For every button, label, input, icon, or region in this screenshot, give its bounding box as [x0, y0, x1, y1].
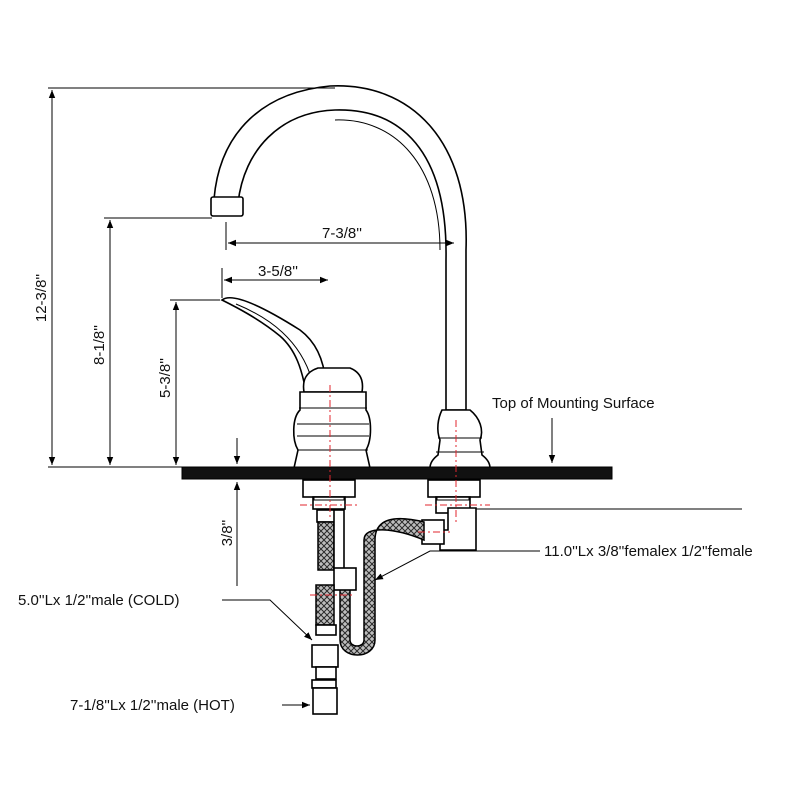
handle-shank: [312, 496, 346, 510]
cold-supply-leader: [222, 599, 313, 641]
gooseneck-spout: [213, 85, 467, 411]
handle-height-label: 5-3/8'': [157, 358, 174, 398]
spout-hose-leader: [374, 550, 540, 581]
hot-nut-ring: [311, 679, 337, 689]
handle-hub: [302, 367, 364, 393]
aerator: [210, 196, 244, 217]
deck-thickness-label: 3/8'': [219, 520, 236, 547]
mounting-deck: [181, 466, 613, 480]
spout: [210, 85, 491, 469]
handle-assembly: [220, 296, 372, 469]
hot-male-fitting: [312, 687, 338, 715]
spout-highlight: [334, 119, 441, 251]
handle-reach-label: 3-5/8'': [258, 263, 298, 280]
valve-body: [292, 391, 372, 469]
under-deck-parts: [302, 479, 481, 715]
cold-supply-label: 5.0''Lx 1/2''male (COLD): [18, 592, 180, 609]
lever-highlight: [235, 303, 313, 381]
hot-hose-braid: [315, 584, 335, 626]
cold-male-fitting: [311, 644, 339, 668]
cold-hose-braid: [317, 521, 335, 571]
spout-elbow-fitting: [439, 507, 477, 551]
mounting-surface-label: Top of Mounting Surface: [492, 395, 655, 412]
centerlines: [300, 385, 490, 596]
mixer-tee: [333, 567, 357, 591]
hot-supply-label: 7-1/8''Lx 1/2''male (HOT): [70, 697, 235, 714]
spout-hose-label: 11.0''Lx 3/8''femalex 1/2''female: [544, 543, 753, 560]
mixer-tube: [333, 509, 345, 571]
dimension-lines: [48, 87, 742, 709]
spout-lock-nut: [427, 479, 481, 498]
cold-connector-nut: [315, 624, 337, 636]
spout-height-label: 8-1/8'': [91, 325, 108, 365]
handle-lock-nut: [302, 479, 356, 498]
spout-base: [429, 409, 491, 469]
spout-reach-label: 7-3/8'': [322, 225, 362, 242]
overall-height-label: 12-3/8'': [33, 274, 50, 322]
hot-hose-nut: [315, 666, 337, 680]
